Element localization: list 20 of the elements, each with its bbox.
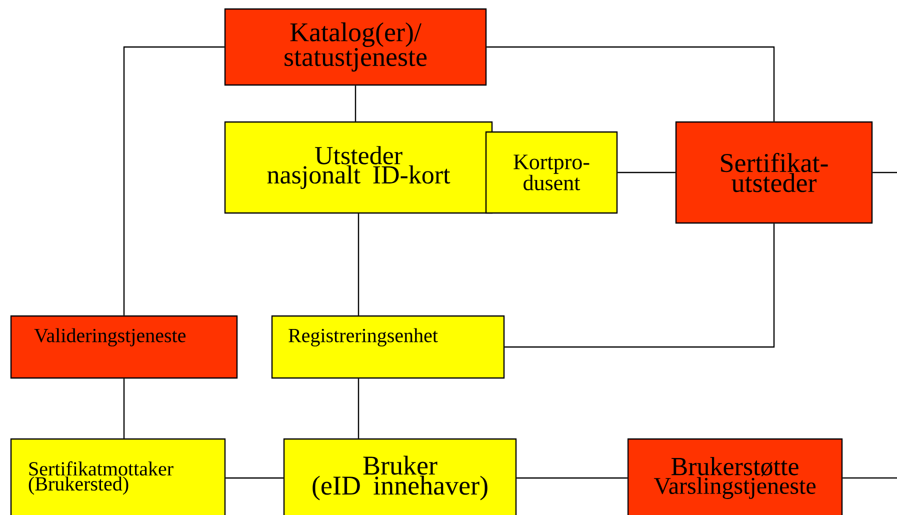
connector-line: [226, 477, 284, 479]
connector-line: [354, 86, 356, 122]
connector-line: [358, 378, 360, 438]
connector-line: [842, 477, 897, 479]
connector-line: [504, 224, 775, 348]
connector-line: [618, 172, 676, 174]
connector-line: [872, 172, 897, 174]
process-box: Brukerstøtte Varslingstjeneste: [627, 438, 843, 515]
connector-line: [486, 46, 775, 122]
process-box: Kortpro- dusent: [485, 131, 618, 214]
connector-line: [516, 477, 628, 479]
connector-line: [123, 46, 224, 316]
process-box: Registreringsenhet: [271, 315, 505, 379]
process-box: Sertifikat- utsteder: [675, 121, 873, 224]
connector-line: [123, 378, 125, 438]
process-box: Sertifikatmottaker (Brukersted): [10, 438, 226, 515]
connector-line: [358, 214, 360, 316]
process-box: Valideringstjeneste: [10, 315, 238, 379]
process-box: Katalog(er)/ statustjeneste: [224, 8, 487, 86]
process-box: Bruker (eID innehaver): [283, 438, 517, 515]
